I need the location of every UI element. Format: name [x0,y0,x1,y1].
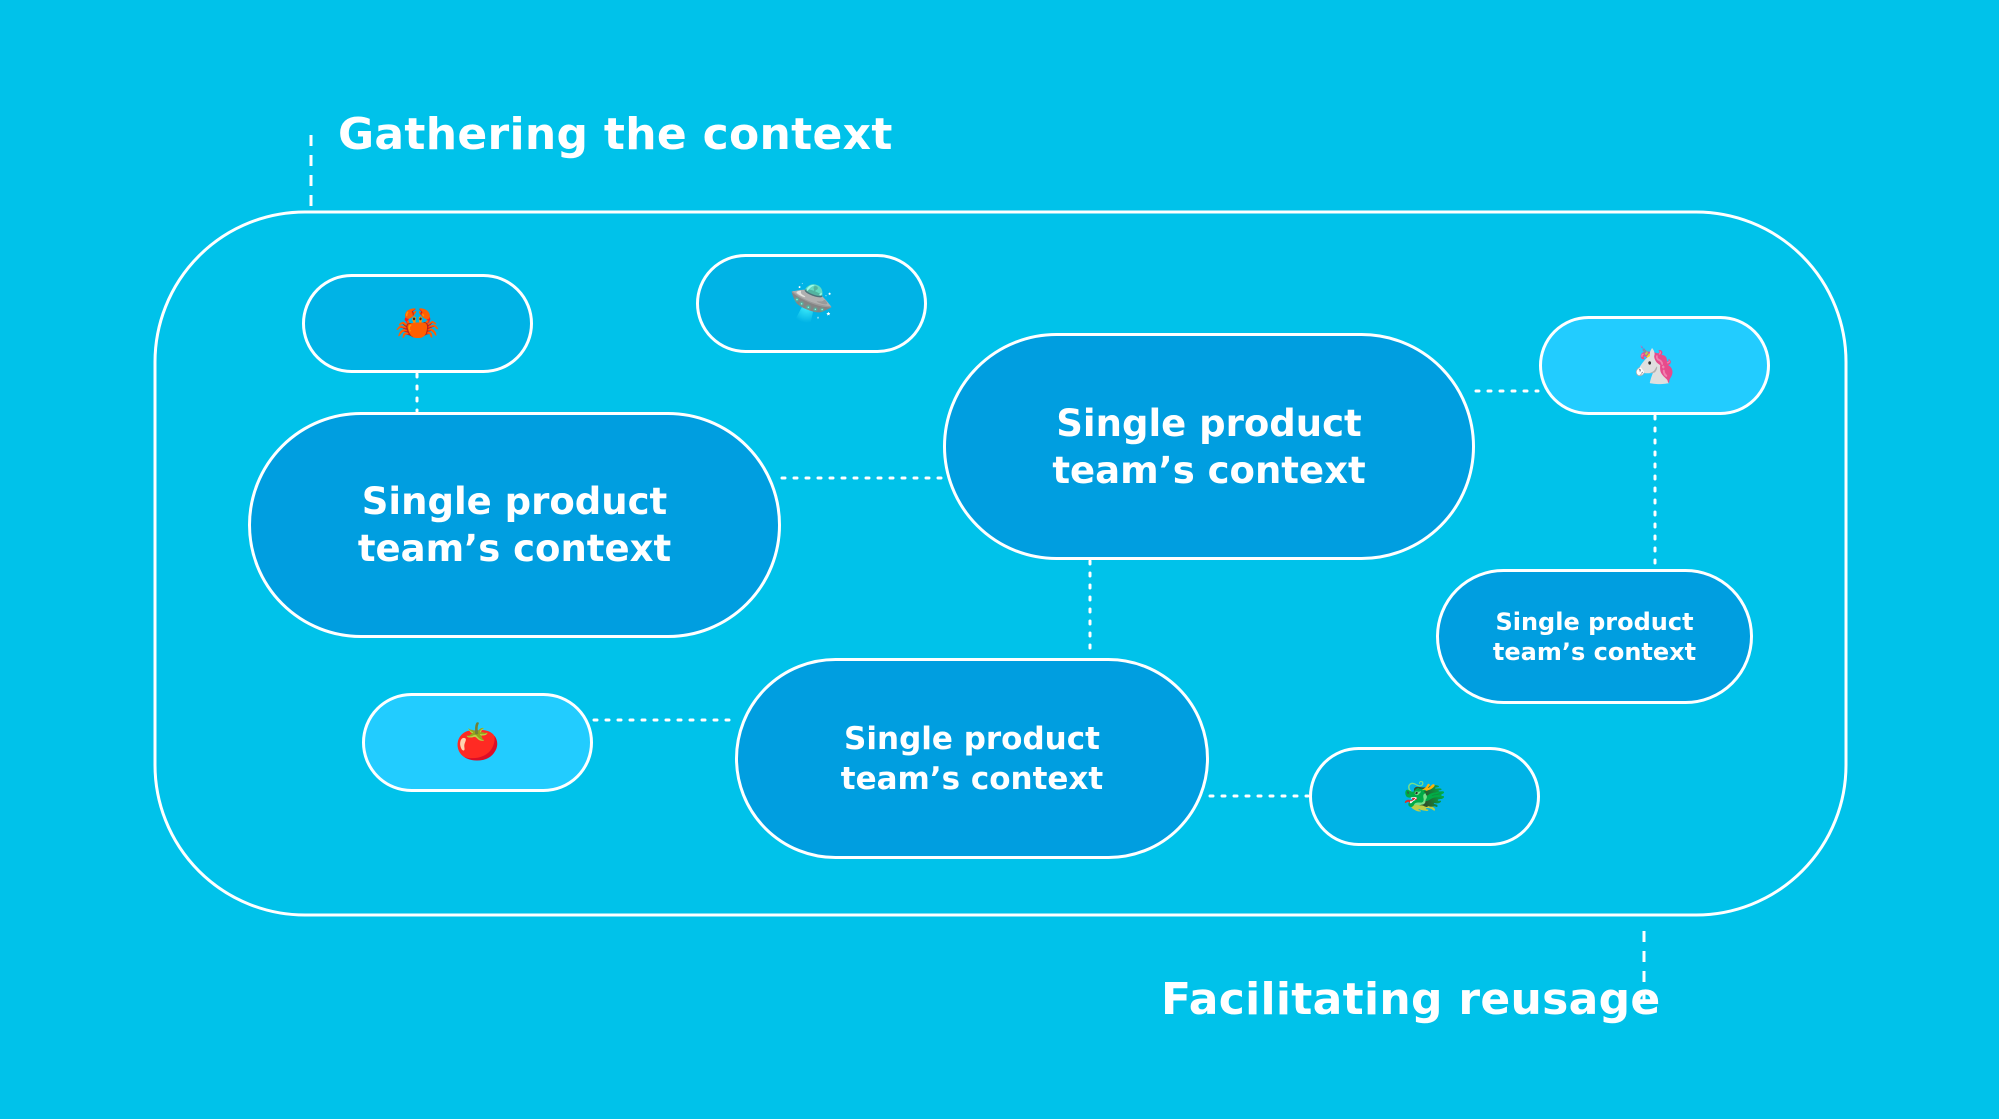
team-context-label: Single product team’s context [1492,607,1697,666]
gathering-context-label: Gathering the context [338,109,893,160]
dragon-node: 🐲 [1309,747,1540,846]
dragon-icon: 🐲 [1402,775,1447,817]
facilitating-reusage-label: Facilitating reusage [1161,974,1661,1025]
ufo-icon: 🛸 [789,282,834,324]
unicorn-node: 🦄 [1539,316,1770,415]
ufo-node: 🛸 [696,254,927,353]
team-context-label: Single product team’s context [357,480,672,570]
tomato-icon: 🍅 [455,721,500,763]
team-context-node: Single product team’s context [1436,569,1753,704]
team-context-node: Single product team’s context [943,333,1475,560]
team-context-node: Single product team’s context [735,658,1209,859]
team-context-label: Single product team’s context [840,720,1104,797]
tomato-node: 🍅 [362,693,593,792]
crab-icon: 🦀 [395,302,440,344]
crab-node: 🦀 [302,274,533,373]
context-container [153,210,1848,917]
team-context-label: Single product team’s context [1052,401,1366,492]
unicorn-icon: 🦄 [1632,344,1677,386]
team-context-node: Single product team’s context [248,412,781,638]
